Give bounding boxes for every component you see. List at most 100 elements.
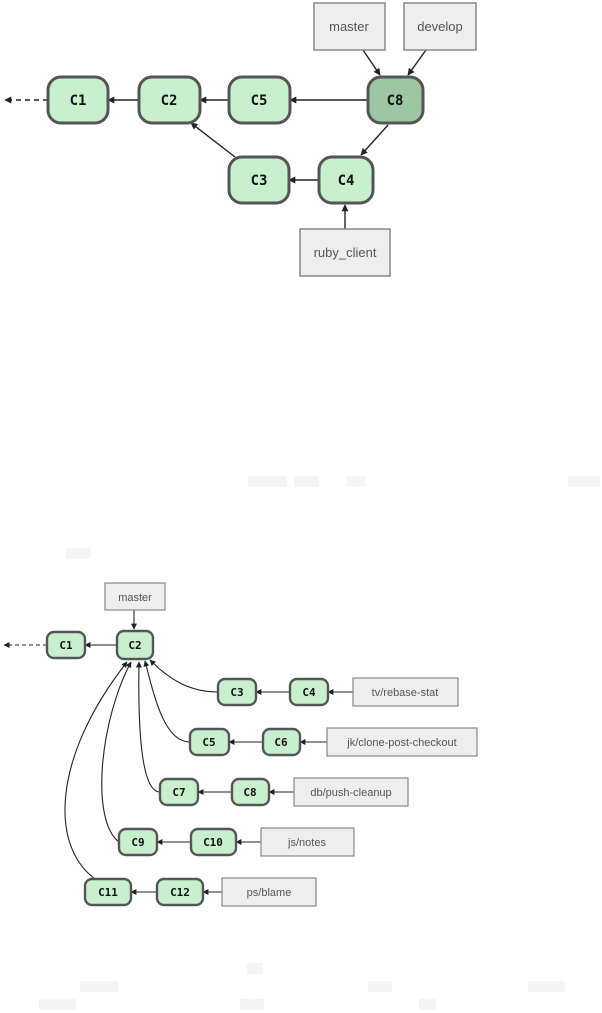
edge-c5-c2 xyxy=(143,660,191,743)
commit-label: C5 xyxy=(251,93,268,109)
edge-c3-c2 xyxy=(149,659,219,693)
commit-label: C2 xyxy=(128,639,141,652)
commit-node xyxy=(227,155,291,205)
branch-box xyxy=(313,2,386,51)
branch-jk-clone-post-checkout: jk/clone-post-checkout xyxy=(326,727,478,757)
branch-label: ruby_client xyxy=(314,245,377,260)
branch-ps-blame: ps/blame xyxy=(221,877,317,907)
commit-node xyxy=(117,827,159,857)
branch-master: master xyxy=(104,582,166,611)
commit-label: C10 xyxy=(203,836,223,849)
faint-block xyxy=(568,476,600,487)
branch-master: master xyxy=(313,2,386,51)
branch-label: master xyxy=(118,592,152,604)
branch-label: jk/clone-post-checkout xyxy=(346,737,456,749)
diagram-2: C1 C2 C3 C4 C5 C6 C7 C8 xyxy=(3,582,478,907)
commit-c2: C2 xyxy=(137,75,202,125)
commit-node xyxy=(216,677,258,707)
commit-label: C9 xyxy=(131,836,144,849)
branch-box xyxy=(352,677,459,707)
branch-box xyxy=(326,727,478,757)
branch-db-push-cleanup: db/push-cleanup xyxy=(293,777,409,807)
commit-label: C11 xyxy=(98,886,118,899)
commit-c5: C5 xyxy=(227,75,292,125)
branch-label: develop xyxy=(417,19,463,34)
commit-c3: C3 xyxy=(216,677,258,707)
faint-artifacts xyxy=(39,476,600,1010)
commit-c8: C8 xyxy=(366,75,425,125)
commit-c1: C1 xyxy=(46,75,110,125)
commit-node xyxy=(45,630,87,660)
commit-node xyxy=(46,75,110,125)
commit-c4: C4 xyxy=(317,155,375,205)
edge-c3-c2 xyxy=(190,122,236,158)
faint-block xyxy=(240,999,264,1010)
branch-tv-rebase-stat: tv/rebase-stat xyxy=(352,677,459,707)
commit-c9: C9 xyxy=(117,827,159,857)
commit-c7: C7 xyxy=(158,777,200,807)
branch-label: master xyxy=(329,19,369,34)
faint-block xyxy=(248,476,287,487)
branch-label: tv/rebase-stat xyxy=(372,687,439,699)
faint-block xyxy=(368,981,392,992)
commit-label: C8 xyxy=(243,786,256,799)
commit-label: C1 xyxy=(70,93,87,109)
commit-node xyxy=(188,727,231,757)
edge-master-c8 xyxy=(362,49,381,76)
branch-label: js/notes xyxy=(287,837,326,849)
d1-edges xyxy=(4,49,427,229)
edge-c9-c2 xyxy=(101,661,132,843)
commit-node xyxy=(137,75,202,125)
branch-label: db/push-cleanup xyxy=(310,787,391,799)
commit-c8: C8 xyxy=(230,777,271,807)
faint-block xyxy=(80,981,118,992)
faint-block xyxy=(247,963,263,974)
faint-block xyxy=(294,476,319,487)
commit-c6: C6 xyxy=(261,727,302,757)
faint-block xyxy=(528,981,565,992)
commit-c5: C5 xyxy=(188,727,231,757)
branch-box xyxy=(260,827,355,857)
branch-box xyxy=(293,777,409,807)
commit-label: C6 xyxy=(274,736,288,749)
branch-box xyxy=(403,2,477,51)
commit-c4: C4 xyxy=(288,677,330,707)
diagram-1: C1 C2 C5 C8 C3 C4 master develop xyxy=(4,2,477,277)
commit-node xyxy=(189,827,238,857)
edge-develop-c8 xyxy=(407,49,427,76)
faint-block xyxy=(39,999,76,1010)
commit-label: C4 xyxy=(302,686,316,699)
commit-c10: C10 xyxy=(189,827,238,857)
d2-edges xyxy=(3,610,353,895)
commit-node xyxy=(83,877,133,907)
commit-node xyxy=(317,155,375,205)
branch-js-notes: js/notes xyxy=(260,827,355,857)
commit-node xyxy=(366,75,425,125)
edge-c8-c4 xyxy=(360,124,389,156)
commit-node xyxy=(158,777,200,807)
branch-ruby-client: ruby_client xyxy=(299,228,391,277)
commit-label: C12 xyxy=(170,886,190,899)
commit-node xyxy=(261,727,302,757)
edge-c7-c2 xyxy=(135,661,161,793)
commit-label: C5 xyxy=(202,736,215,749)
commit-node xyxy=(115,629,155,661)
commit-node xyxy=(155,877,205,907)
commit-label: C8 xyxy=(387,93,404,109)
commit-label: C7 xyxy=(172,786,185,799)
commit-c3: C3 xyxy=(227,155,291,205)
faint-block xyxy=(66,548,91,559)
commit-label: C2 xyxy=(161,93,178,109)
commit-node xyxy=(288,677,330,707)
commit-c12: C12 xyxy=(155,877,205,907)
edge-c11-c2 xyxy=(64,661,128,882)
branch-label: ps/blame xyxy=(247,887,292,899)
commit-label: C3 xyxy=(230,686,243,699)
branch-develop: develop xyxy=(403,2,477,51)
commit-label: C1 xyxy=(59,639,73,652)
commit-c2: C2 xyxy=(115,629,155,661)
commit-node xyxy=(227,75,292,125)
branch-box xyxy=(104,582,166,611)
faint-block xyxy=(419,999,436,1010)
